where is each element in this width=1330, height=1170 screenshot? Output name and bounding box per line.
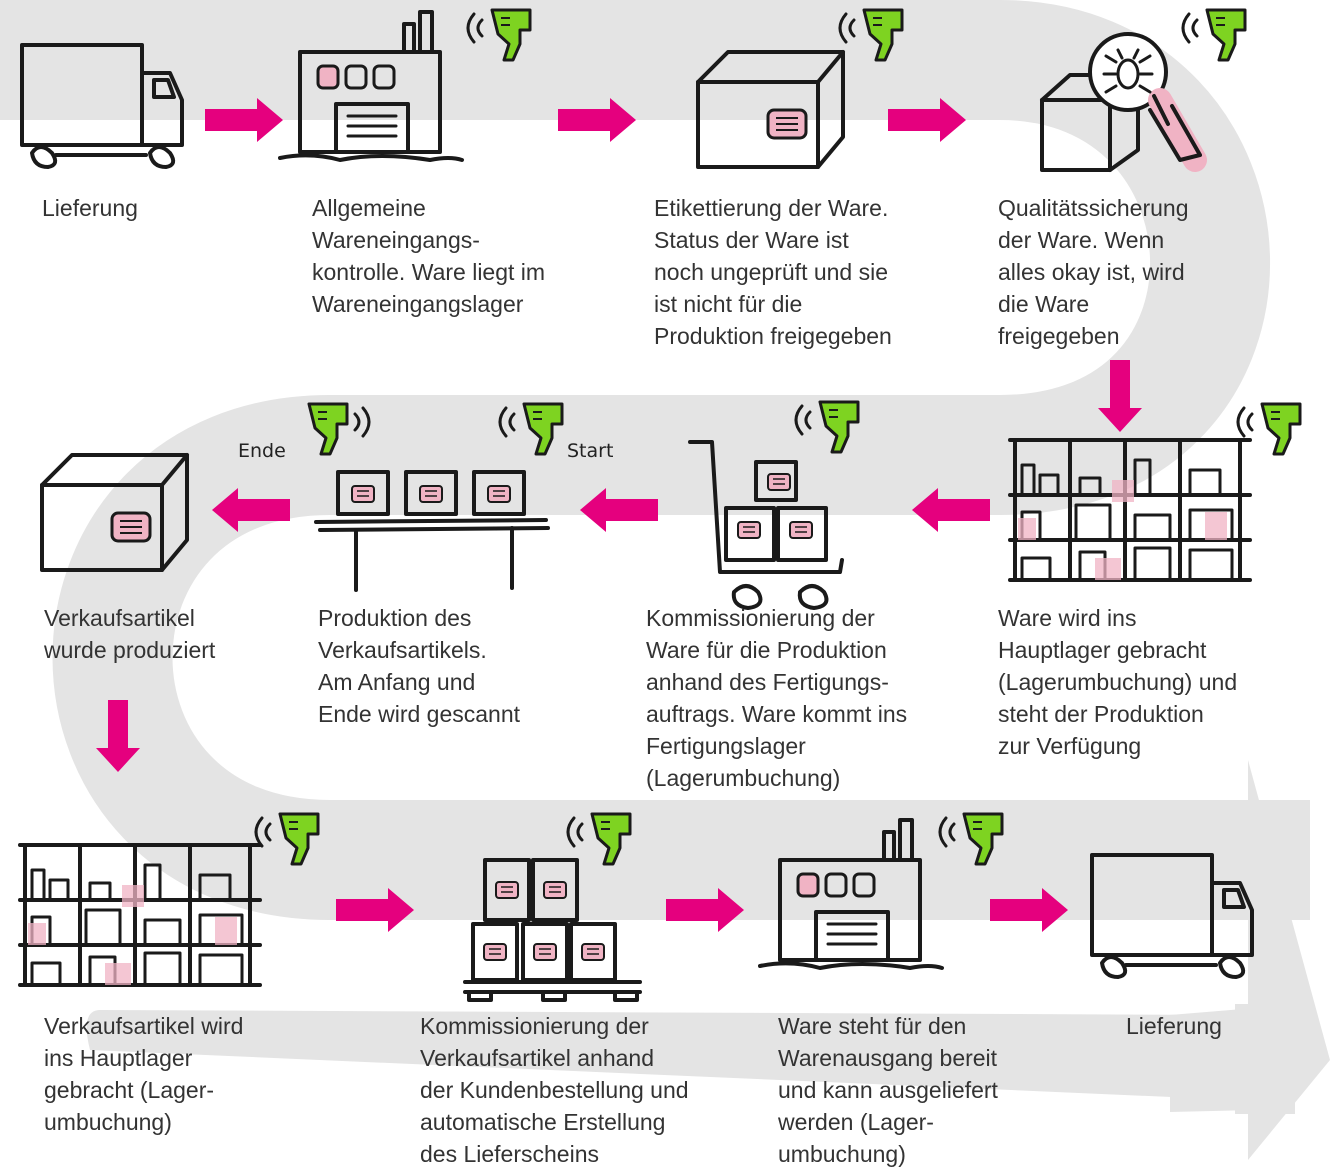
step-6-caption: Kommissionierung der Ware für die Produk…	[646, 605, 908, 791]
step-9-caption: Verkaufsartikel wird ins Hauptlager gebr…	[44, 1013, 244, 1135]
step-10-caption: Kommissionierung der Verkaufsartikel anh…	[420, 1013, 689, 1167]
quality-inspection-icon	[1040, 32, 1207, 172]
step-1-caption: Lieferung	[42, 195, 138, 221]
step-4-caption: Qualitätssicherung der Ware. Wenn alles …	[998, 195, 1189, 349]
step-12-caption: Lieferung	[1126, 1013, 1222, 1039]
step-5-caption: Ware wird ins Hauptlager gebracht (Lager…	[998, 605, 1238, 759]
step-8-caption: Verkaufsartikel wurde produziert	[44, 605, 216, 663]
conveyor-end-label: Ende	[238, 440, 286, 462]
step-11-caption: Ware steht für den Warenausgang bereit u…	[778, 1013, 998, 1167]
step-2-caption: Allgemeine Wareneingangs- kontrolle. War…	[312, 195, 546, 317]
step-7-caption: Produktion des Verkaufsartikels. Am Anfa…	[318, 605, 521, 727]
conveyor-start-label: Start	[567, 440, 614, 462]
step-3-caption: Etikettierung der Ware. Status der Ware …	[654, 195, 892, 349]
